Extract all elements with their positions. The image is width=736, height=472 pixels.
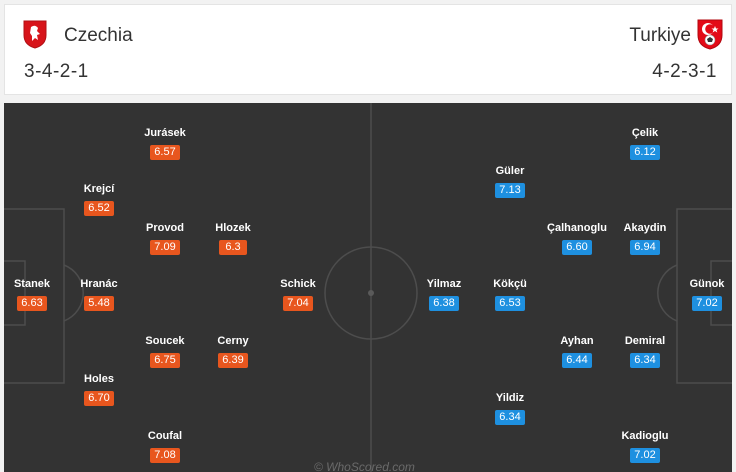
player-rating: 6.94 [630, 240, 660, 255]
player-name: Cerny [217, 335, 249, 347]
player-name: Hranác [80, 278, 118, 290]
player-away-guler[interactable]: Güler 7.13 [475, 165, 545, 198]
player-rating: 6.75 [150, 353, 180, 368]
player-rating: 6.44 [562, 353, 592, 368]
player-rating: 7.13 [495, 183, 525, 198]
player-rating: 6.34 [495, 410, 525, 425]
player-name: Jurásek [144, 127, 186, 139]
player-away-akaydin[interactable]: Akaydin 6.94 [610, 222, 680, 255]
player-name: Günok [689, 278, 725, 290]
turkish-crescent-crest-icon [697, 19, 723, 50]
player-rating: 6.70 [84, 391, 114, 406]
player-rating: 7.02 [630, 448, 660, 463]
player-home-holes[interactable]: Holes 6.70 [64, 373, 134, 406]
player-name: Holes [84, 373, 114, 385]
player-name: Demiral [624, 335, 666, 347]
player-rating: 7.04 [283, 296, 313, 311]
player-home-schick[interactable]: Schick 7.04 [263, 278, 333, 311]
player-home-hranac[interactable]: Hranác 5.48 [64, 278, 134, 311]
player-away-calhanoglu[interactable]: Çalhanoglu 6.60 [542, 222, 612, 255]
player-home-soucek[interactable]: Soucek 6.75 [130, 335, 200, 368]
player-rating: 6.12 [630, 145, 660, 160]
player-name: Yildiz [495, 392, 525, 404]
player-away-gunok[interactable]: Günok 7.02 [672, 278, 732, 311]
czech-lion-crest-icon [23, 20, 47, 49]
player-home-krejci[interactable]: Krejcí 6.52 [64, 183, 134, 216]
player-name: Krejcí [83, 183, 115, 195]
player-rating: 6.39 [218, 353, 248, 368]
match-header: Czechia 3-4-2-1 Turkiye 4-2-3-1 [4, 4, 732, 95]
player-rating: 6.3 [219, 240, 247, 255]
player-name: Ayhan [560, 335, 594, 347]
player-name: Güler [495, 165, 525, 177]
player-rating: 7.02 [692, 296, 722, 311]
away-formation: 4-2-3-1 [652, 61, 717, 82]
player-rating: 6.60 [562, 240, 592, 255]
pitch: Jurásek 6.57 Krejcí 6.52 Provod 7.09 Hlo… [4, 103, 732, 472]
player-away-kadioglu[interactable]: Kadioglu 7.02 [610, 430, 680, 463]
player-name: Schick [280, 278, 316, 290]
player-name: Provod [146, 222, 184, 234]
player-rating: 7.08 [150, 448, 180, 463]
player-name: Soucek [145, 335, 185, 347]
player-home-provod[interactable]: Provod 7.09 [130, 222, 200, 255]
player-name: Hlozek [215, 222, 251, 234]
player-away-demiral[interactable]: Demiral 6.34 [610, 335, 680, 368]
player-away-yildiz[interactable]: Yildiz 6.34 [475, 392, 545, 425]
player-name: Çalhanoglu [547, 222, 607, 234]
player-rating: 6.52 [84, 201, 114, 216]
player-name: Çelik [631, 127, 659, 139]
player-name: Akaydin [623, 222, 667, 234]
player-away-kokcu[interactable]: Kökçü 6.53 [475, 278, 545, 311]
player-name: Stanek [13, 278, 51, 290]
player-rating: 6.63 [17, 296, 47, 311]
player-home-coufal[interactable]: Coufal 7.08 [130, 430, 200, 463]
player-name: Yilmaz [426, 278, 462, 290]
player-rating: 6.53 [495, 296, 525, 311]
player-home-cerny[interactable]: Cerny 6.39 [198, 335, 268, 368]
player-home-jurasek[interactable]: Jurásek 6.57 [130, 127, 200, 160]
player-home-stanek[interactable]: Stanek 6.63 [4, 278, 67, 311]
player-away-yilmaz[interactable]: Yilmaz 6.38 [409, 278, 479, 311]
home-team-name[interactable]: Czechia [64, 25, 133, 46]
home-formation: 3-4-2-1 [24, 61, 89, 82]
pitch-lines [4, 103, 732, 472]
player-rating: 5.48 [84, 296, 114, 311]
whoscored-watermark: © WhoScored.com [314, 460, 415, 472]
player-away-celik[interactable]: Çelik 6.12 [610, 127, 680, 160]
player-name: Kadioglu [621, 430, 669, 442]
player-rating: 6.34 [630, 353, 660, 368]
player-home-hlozek[interactable]: Hlozek 6.3 [198, 222, 268, 255]
player-away-ayhan[interactable]: Ayhan 6.44 [542, 335, 612, 368]
player-name: Kökçü [493, 278, 527, 290]
player-rating: 6.38 [429, 296, 459, 311]
player-rating: 7.09 [150, 240, 180, 255]
player-name: Coufal [147, 430, 183, 442]
player-rating: 6.57 [150, 145, 180, 160]
away-team-name[interactable]: Turkiye [629, 25, 691, 46]
